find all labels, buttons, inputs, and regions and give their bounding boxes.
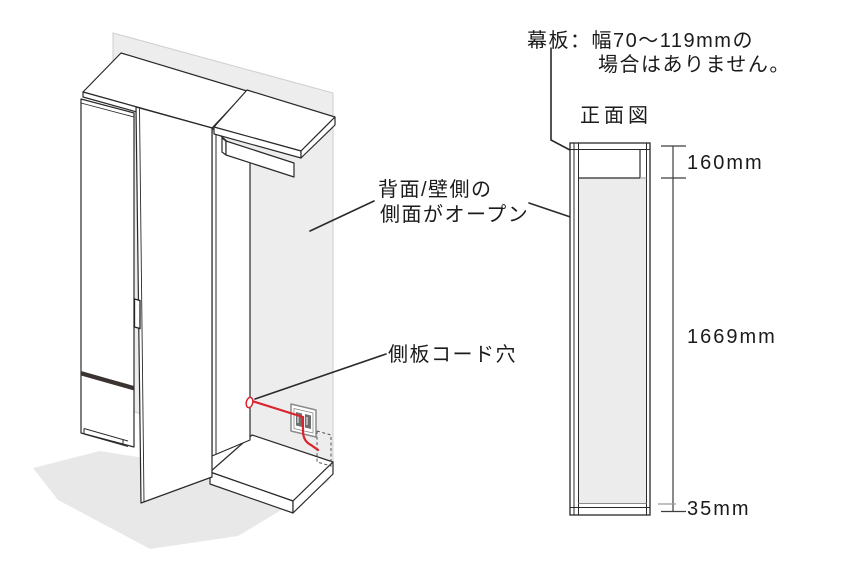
- bottom-shelf: [209, 434, 334, 514]
- open-side-annotation-line2: 側面がオープン: [380, 204, 530, 226]
- floor-shadow: [33, 451, 334, 549]
- leader-cord-hole: [254, 353, 387, 400]
- cord-hole: [245, 396, 254, 409]
- door-handle: [133, 298, 141, 330]
- leader-makuita: [550, 47, 586, 159]
- makuita-note-line1: 幕板：幅70〜119mmの: [527, 30, 754, 52]
- dimension-label-top: 160mm: [687, 152, 764, 174]
- left-cabinet: [80, 98, 135, 448]
- cord-hole-annotation: 側板コード穴: [388, 344, 517, 366]
- dimension-label-bottom: 35mm: [687, 498, 751, 520]
- makuita-front-view: [578, 149, 641, 179]
- dimension-label-middle: 1669mm: [687, 326, 777, 348]
- open-door: [133, 106, 213, 504]
- makuita-panel-3d: [221, 137, 295, 178]
- top-panel-right: [213, 89, 336, 159]
- makuita-note-line2: 場合はありません。: [598, 54, 791, 76]
- cord-route-dashed-area: [316, 430, 332, 467]
- power-cord: [250, 399, 320, 452]
- front-view-drawing: [569, 142, 651, 516]
- drawer-gap-band: [81, 371, 134, 391]
- bay-side-panel: [211, 127, 251, 457]
- open-back-area: [578, 178, 647, 504]
- front-view-title: 正面図: [580, 105, 652, 127]
- open-side-annotation-line1: 背面/壁側の: [378, 179, 493, 201]
- isometric-cabinet-drawing: [33, 32, 336, 549]
- dimension-lines: [658, 145, 686, 513]
- leader-open-side-left: [309, 200, 375, 232]
